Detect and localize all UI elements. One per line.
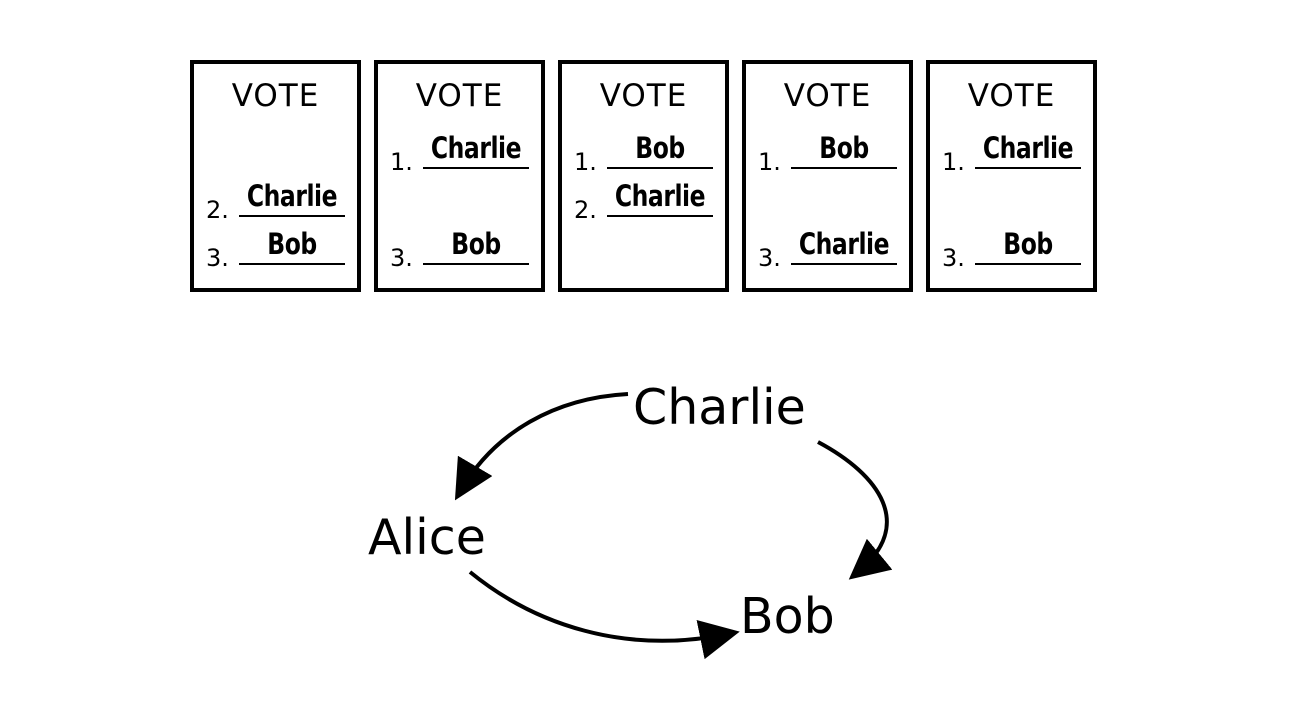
candidate-name: Bob bbox=[267, 227, 317, 261]
ballot-title: VOTE bbox=[231, 78, 320, 114]
rank-line: Bob bbox=[607, 131, 713, 169]
rank-number: 1. bbox=[574, 148, 597, 176]
rank-line: Bob bbox=[239, 227, 345, 265]
candidate-name: Charlie bbox=[246, 179, 338, 213]
rank-line: Bob bbox=[975, 227, 1081, 265]
node-charlie: Charlie bbox=[633, 379, 806, 436]
rank-line: Charlie bbox=[239, 179, 345, 217]
node-alice: Alice bbox=[368, 509, 486, 566]
rank-number: 1. bbox=[758, 148, 781, 176]
ballot-row-2: 2. Charlie bbox=[194, 179, 357, 224]
ballot-row-1: 1. Charlie bbox=[378, 131, 541, 176]
candidate-name: Bob bbox=[1003, 227, 1053, 261]
ballot-row-3: 3. Charlie bbox=[746, 227, 909, 272]
candidate-name: Charlie bbox=[798, 227, 890, 261]
ballot-row-3: 3. Bob bbox=[194, 227, 357, 272]
ballot-title: VOTE bbox=[967, 78, 1056, 114]
ballot-title: VOTE bbox=[783, 78, 872, 114]
candidate-name: Bob bbox=[451, 227, 501, 261]
ballot-2: VOTE 1. Charlie 3. Bob bbox=[374, 60, 545, 292]
ballot-title: VOTE bbox=[415, 78, 504, 114]
rank-number: 3. bbox=[942, 244, 965, 272]
ballot-3: VOTE 1. Bob 2. Charlie bbox=[558, 60, 729, 292]
candidate-name: Bob bbox=[819, 131, 869, 165]
rank-line: Charlie bbox=[791, 227, 897, 265]
rank-number: 3. bbox=[206, 244, 229, 272]
ballot-4: VOTE 1. Bob 3. Charlie bbox=[742, 60, 913, 292]
ballot-row-3: 3. Bob bbox=[930, 227, 1093, 272]
candidate-name: Bob bbox=[635, 131, 685, 165]
ballot-row-3: 3. Bob bbox=[378, 227, 541, 272]
edge-charlie-to-alice bbox=[454, 392, 629, 501]
ballot-1: VOTE 2. Charlie 3. Bob bbox=[190, 60, 361, 292]
ballot-row-1: 1. Bob bbox=[746, 131, 909, 176]
rank-line: Bob bbox=[791, 131, 897, 169]
rank-number: 2. bbox=[206, 196, 229, 224]
ballot-row-1: 1. Bob bbox=[562, 131, 725, 176]
rank-number: 3. bbox=[758, 244, 781, 272]
rank-number: 1. bbox=[942, 148, 965, 176]
rank-line: Charlie bbox=[975, 131, 1081, 169]
rank-number: 3. bbox=[390, 244, 413, 272]
candidate-name: Charlie bbox=[430, 131, 522, 165]
edge-charlie-to-bob bbox=[817, 440, 893, 580]
ballot-title: VOTE bbox=[599, 78, 688, 114]
node-bob: Bob bbox=[740, 588, 835, 645]
ballot-row-1: 1. Charlie bbox=[930, 131, 1093, 176]
rank-number: 1. bbox=[390, 148, 413, 176]
rank-number: 2. bbox=[574, 196, 597, 224]
rank-line: Charlie bbox=[423, 131, 529, 169]
rank-line: Charlie bbox=[607, 179, 713, 217]
edge-alice-to-bob bbox=[468, 570, 740, 660]
ballot-5: VOTE 1. Charlie 3. Bob bbox=[926, 60, 1097, 292]
candidate-name: Charlie bbox=[982, 131, 1074, 165]
rank-line: Bob bbox=[423, 227, 529, 265]
ballot-row-2: 2. Charlie bbox=[562, 179, 725, 224]
candidate-name: Charlie bbox=[614, 179, 706, 213]
